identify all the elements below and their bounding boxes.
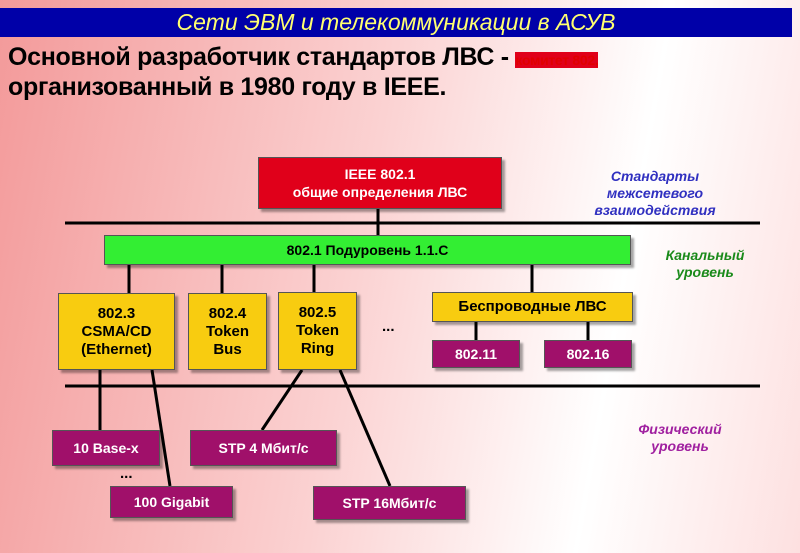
label-text: межсетевого: [606, 185, 704, 201]
box-text: Ring: [300, 340, 335, 357]
connector: [260, 369, 304, 431]
slide-heading: Основной разработчик стандартов ЛВС - ко…: [8, 43, 599, 101]
label-text: уровень: [651, 438, 709, 454]
box-text: 802.4: [208, 304, 247, 322]
ieee-802-1-box: IEEE 802.1 общие определения ЛВС: [258, 157, 502, 209]
label-text: Стандарты: [610, 168, 700, 184]
box-text: Token: [295, 322, 340, 339]
box-text: CSMA/CD: [81, 322, 152, 340]
box-text: общие определения ЛВС: [292, 184, 468, 200]
slide-title: Сети ЭВМ и телекоммуникации в АСУВ: [0, 8, 792, 37]
heading-text: Основной разработчик стандартов ЛВС -: [8, 43, 516, 71]
connector: [150, 369, 172, 487]
box-stp-4: STP 4 Мбит/с: [190, 430, 337, 466]
box-text: (Ethernet): [81, 340, 152, 358]
label-text: уровень: [676, 264, 734, 280]
box-text: Bus: [213, 340, 242, 358]
box-text: 802.3: [97, 304, 136, 322]
connector: [338, 369, 392, 487]
heading-line2: организованный в 1980 году в IEEE.: [8, 73, 447, 101]
box-802-11: 802.11: [432, 340, 520, 368]
box-text: IEEE 802.1: [344, 166, 416, 182]
box-stp-16: STP 16Мбит/с: [313, 486, 466, 520]
box-10-base-x: 10 Base-x: [52, 430, 160, 466]
label-text: Канальный: [665, 247, 745, 263]
box-100-gigabit: 100 Gigabit: [110, 486, 233, 518]
box-text: Token: [205, 322, 250, 340]
box-text: 802.5: [298, 304, 337, 321]
wireless-lan-box: Беспроводные ЛВС: [432, 292, 633, 322]
heading-highlight: комитет 802,: [515, 52, 599, 68]
box-802-16: 802.16: [544, 340, 632, 368]
label-text: взаимодействия: [594, 202, 716, 218]
ellipsis: ...: [120, 465, 133, 482]
llc-sublayer-bar: 802.1 Подуровень 1.1.С: [104, 235, 631, 265]
label-text: Физический: [638, 421, 722, 437]
ellipsis: ...: [382, 318, 395, 335]
